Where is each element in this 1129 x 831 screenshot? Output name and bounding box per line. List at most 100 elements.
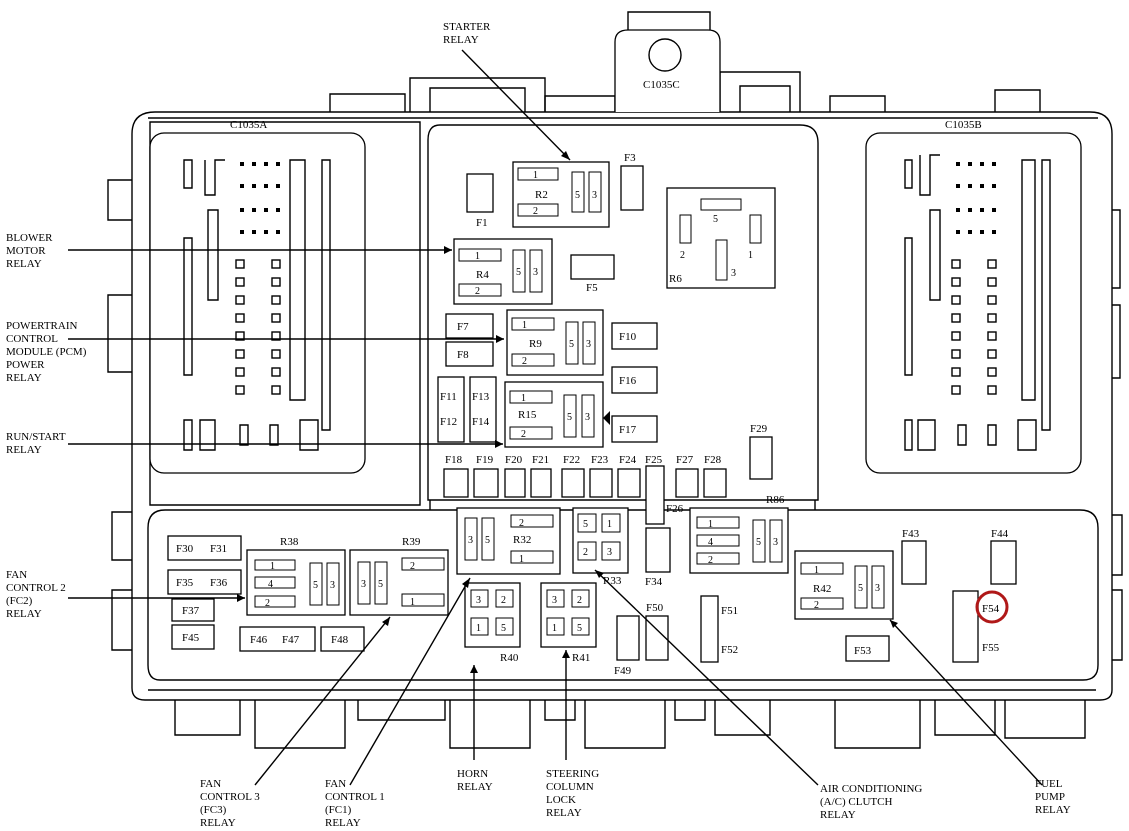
callout-blower-line-3: RELAY: [6, 258, 42, 270]
callout-fc3-line-4: RELAY: [200, 817, 236, 829]
fuse-label-f8: F8: [457, 349, 469, 361]
callout-fc3-line-3: (FC3): [200, 804, 227, 816]
r38-pin-3: 3: [330, 580, 335, 591]
r42-pin-3: 3: [875, 583, 880, 594]
r38-pin-2: 2: [265, 598, 270, 609]
fuse-label-f24: F24: [619, 454, 637, 466]
callout-steering-line-2: COLUMN: [546, 781, 594, 793]
fuse-label-f27: F27: [676, 454, 694, 466]
r40-pin-2: 2: [501, 595, 506, 606]
r32-pin-3: 3: [468, 535, 473, 546]
callout-ac-line-2: (A/C) CLUTCH: [820, 796, 892, 808]
r9-pin-5: 5: [569, 339, 574, 350]
r9-pin-1: 1: [522, 320, 527, 331]
relay-r15: 1 2 5 3 R15: [504, 381, 610, 448]
r86-pin-1: 1: [708, 519, 713, 530]
r41-pin-3: 3: [552, 595, 557, 606]
fuse-label-f29: F29: [750, 423, 768, 435]
r86-pin-3: 3: [773, 537, 778, 548]
fuse-label-f10: F10: [619, 331, 637, 343]
r4-pin-2: 2: [475, 286, 480, 297]
connector-label-c1035c: C1035C: [643, 79, 680, 91]
r39-pin-1: 1: [410, 597, 415, 608]
callout-fc1-line-3: (FC1): [325, 804, 352, 816]
r9-pin-2: 2: [522, 356, 527, 367]
fuse-label-f52: F52: [721, 644, 738, 656]
fuse-f8: F8: [445, 341, 494, 367]
fuse-label-f46: F46: [250, 634, 268, 646]
connector-c1035b: C1035B: [865, 119, 1082, 474]
callout-fuel-line-2: PUMP: [1035, 791, 1065, 803]
callout-starter-line-2: RELAY: [443, 34, 479, 46]
fuse-label-f28: F28: [704, 454, 722, 466]
fuse-f10: F10: [611, 322, 658, 350]
fuse-label-f5: F5: [586, 282, 598, 294]
relay-r6: 5 2 1 3 R6: [666, 187, 776, 289]
r15-pin-3: 3: [585, 412, 590, 423]
fuse-label-f14: F14: [472, 416, 490, 428]
fuse-label-f47: F47: [282, 634, 300, 646]
relay-r32: 3 5 2 1 R32: [456, 507, 561, 575]
fuse-label-f3: F3: [624, 152, 636, 164]
fuse-label-f53: F53: [854, 645, 872, 657]
highlight-circle-f54: [975, 590, 1009, 624]
r6-pin-2: 2: [680, 250, 685, 261]
callout-fc2-line-4: RELAY: [6, 608, 42, 620]
r86-pin-4: 4: [708, 537, 713, 548]
callout-pcm-line-1: POWERTRAIN: [6, 320, 78, 332]
fuse-label-f25: F25: [645, 454, 663, 466]
fuse-f3: F3: [620, 152, 644, 211]
r39-pin-2: 2: [410, 561, 415, 572]
fuse-label-f16: F16: [619, 375, 637, 387]
callout-fc2-line-2: CONTROL 2: [6, 582, 66, 594]
callout-pcm-line-5: RELAY: [6, 372, 42, 384]
r42-pin-5: 5: [858, 583, 863, 594]
relay-r86: R86 1 4 2 5 3: [689, 494, 789, 574]
center-panel: [427, 124, 819, 510]
fuse-f1: F1: [466, 173, 494, 229]
fuse-f45: F45: [171, 624, 215, 650]
r41-pin-5: 5: [577, 623, 582, 634]
r2-pin-1: 1: [533, 170, 538, 181]
callout-fc1-line-1: FAN: [325, 778, 346, 790]
callout-ac-clutch-relay: AIR CONDITIONING (A/C) CLUTCH RELAY: [820, 783, 922, 821]
fuse-label-f50: F50: [646, 602, 664, 614]
callout-ac-line-3: RELAY: [820, 809, 856, 821]
r41-pin-2: 2: [577, 595, 582, 606]
callout-ac-line-1: AIR CONDITIONING: [820, 783, 922, 795]
r6-pin-1: 1: [748, 250, 753, 261]
fuse-row-upper: F18 F19 F20 F21 F22 F23 F24 F25 F26 F27 …: [443, 454, 727, 525]
r32-pin-1: 1: [519, 554, 524, 565]
r9-pin-3: 3: [586, 339, 591, 350]
relay-r38: R38 1 4 2 5 3: [246, 536, 346, 616]
relay-label-r33: R33: [603, 575, 622, 587]
r6-pin-5: 5: [713, 214, 718, 225]
callout-horn-line-1: HORN: [457, 768, 488, 780]
callout-starter-line-1: STARTER: [443, 21, 491, 33]
r39-pin-3: 3: [361, 579, 366, 590]
relay-label-r4: R4: [476, 269, 489, 281]
fuse-label-f43: F43: [902, 528, 920, 540]
fuse-f50: F50: [645, 602, 669, 661]
fuse-f16: F16: [611, 366, 658, 394]
fuse-label-f45: F45: [182, 632, 200, 644]
r2-pin-2: 2: [533, 206, 538, 217]
relay-r42: 1 2 5 3 R42: [794, 550, 894, 620]
relay-r40: 3 2 1 5 R40: [464, 582, 521, 664]
fuse-label-f44: F44: [991, 528, 1009, 540]
connector-label-c1035b: C1035B: [945, 119, 982, 131]
fuse-label-f12: F12: [440, 416, 457, 428]
fuse-f44: F44: [990, 528, 1017, 585]
callout-fuel-pump-relay: FUEL PUMP RELAY: [1035, 778, 1071, 816]
r32-pin-2: 2: [519, 518, 524, 529]
callout-blower-motor-relay: BLOWER MOTOR RELAY: [6, 232, 53, 270]
relay-label-r2: R2: [535, 189, 548, 201]
fuse-label-f37: F37: [182, 605, 200, 617]
callout-fc2-line-3: (FC2): [6, 595, 33, 607]
fuse-label-f26: F26: [666, 503, 684, 515]
callout-blower-line-2: MOTOR: [6, 245, 46, 257]
fuse-label-f51: F51: [721, 605, 738, 617]
relay-label-r32: R32: [513, 534, 531, 546]
